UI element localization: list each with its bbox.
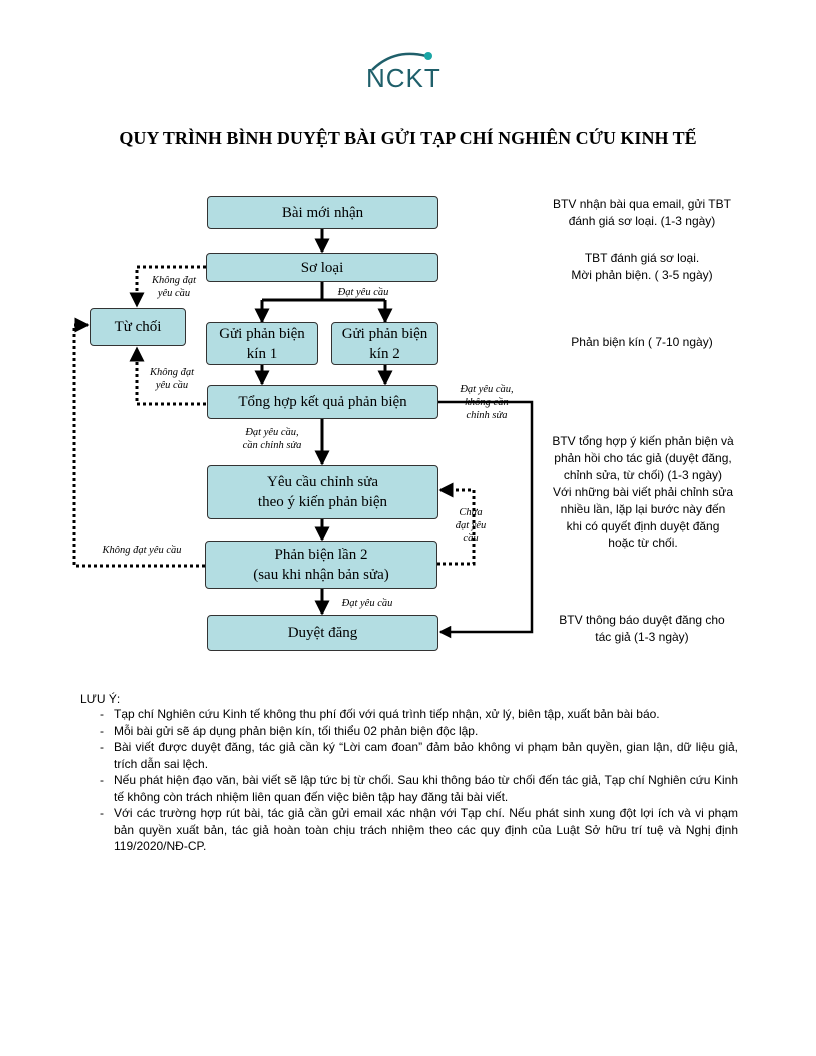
note-line: Phản biện kín ( 7-10 ngày) [571, 335, 713, 349]
box-review-1: Gửi phản biện kín 1 [206, 322, 318, 365]
note-step-3: Phản biện kín ( 7-10 ngày) [542, 334, 742, 351]
box-revision-line1: Yêu cầu chỉnh sửa [266, 474, 378, 490]
logo-arc-icon [371, 52, 432, 71]
notes-heading: LƯU Ý: [80, 692, 121, 706]
box-screening: Sơ loại [206, 253, 438, 282]
notes-item: Mỗi bài gửi sẽ áp dụng phản biện kín, tố… [96, 723, 738, 740]
flow-connectors [72, 229, 534, 639]
notes-list: Tạp chí Nghiên cứu Kinh tế không thu phí… [96, 706, 738, 855]
arrow-summary-to-accept [438, 400, 534, 639]
box-review-2-line2: kín 2 [369, 345, 400, 362]
label-line: Không đạt [151, 275, 197, 286]
note-line: tác giả (1-3 ngày) [595, 630, 689, 644]
note-line: BTV thông báo duyệt đăng cho [559, 613, 725, 627]
note-step-1: BTV nhận bài qua email, gửi TBT đánh giá… [542, 196, 742, 230]
box-review-round-2: Phản biện lần 2 (sau khi nhận bản sửa) [205, 541, 437, 589]
label-not-yet-met: Chưa đạt yêu cầu [449, 506, 493, 545]
note-step-5: BTV thông báo duyệt đăng cho tác giả (1-… [542, 612, 742, 646]
arrow-round2-to-revise [437, 482, 476, 566]
notes-item: Tạp chí Nghiên cứu Kinh tế không thu phí… [96, 706, 738, 723]
box-new-submission-label: Bài mới nhận [281, 204, 364, 221]
arrow-screen-to-reject [129, 265, 206, 308]
note-step-4: BTV tổng hợp ý kiến phản biện và phản hồ… [538, 433, 748, 552]
note-line: khi có quyết định duyệt đăng [566, 519, 720, 533]
page-title: QUY TRÌNH BÌNH DUYỆT BÀI GỬI TẠP CHÍ NGH… [119, 128, 697, 148]
box-review-1-line2: kín 1 [246, 345, 278, 362]
label-not-met-screening: Không đạt yêu cầu [144, 274, 204, 300]
notes-item: Với các trường hợp rút bài, tác giả cần … [96, 805, 738, 855]
note-line: TBT đánh giá sơ loại. [584, 251, 700, 265]
box-review-summary: Tổng hợp kết quả phản biện [207, 385, 438, 419]
notes-item: Nếu phát hiện đạo văn, bài viết sẽ lập t… [96, 772, 738, 805]
label-line: yêu cầu [155, 380, 189, 391]
label-line: cần chỉnh sửa [242, 440, 302, 451]
box-new-submission: Bài mới nhận [207, 196, 438, 229]
label-line: đạt yêu [455, 520, 487, 531]
box-round2-line2: (sau khi nhận bản sửa) [253, 567, 389, 583]
box-review-2: Gửi phản biện kín 2 [331, 322, 438, 365]
note-line: Mời phản biện. ( 3-5 ngày) [571, 268, 713, 282]
label-met-screening: Đạt yêu cầu [328, 286, 398, 299]
box-screening-label: Sơ loại [300, 259, 344, 276]
box-round2-line1: Phản biện lần 2 [274, 547, 368, 563]
box-accept-label: Duyệt đăng [287, 625, 358, 641]
note-line: phản hồi cho tác giả (duyệt đăng, [554, 451, 732, 465]
label-line: Không đạt yêu cầu [102, 545, 182, 556]
label-line: Đạt yêu cầu [337, 287, 389, 298]
label-line: Đạt yêu cầu, [460, 384, 514, 395]
label-met-round2: Đạt yêu cầu [332, 597, 402, 610]
logo-text: NCKT [366, 63, 441, 93]
box-review-1-line1: Gửi phản biện [219, 325, 305, 342]
box-revision-line2: theo ý kiến phản biện [257, 494, 388, 510]
notes-item: Bài viết được duyệt đăng, tác giả cần ký… [96, 739, 738, 772]
label-line: Chưa [459, 507, 483, 518]
label-line: cầu [463, 533, 479, 544]
box-review-summary-label: Tổng hợp kết quả phản biện [238, 394, 407, 410]
label-line: chỉnh sửa [466, 410, 508, 421]
label-met-edit: Đạt yêu cầu, cần chỉnh sửa [232, 426, 312, 452]
note-line: BTV tổng hợp ý kiến phản biện và [552, 434, 734, 448]
note-line: Với những bài viết phải chỉnh sửa [552, 485, 734, 499]
box-reject-label: Từ chối [114, 319, 162, 335]
note-line: BTV nhận bài qua email, gửi TBT [553, 197, 731, 211]
box-revision-request: Yêu cầu chỉnh sửa theo ý kiến phản biện [207, 465, 438, 519]
label-line: yêu cầu [157, 288, 191, 299]
note-line: nhiều lần, lặp lại bước này đến [560, 502, 726, 516]
box-review-2-line1: Gửi phản biện [341, 325, 428, 342]
label-line: Không đạt [149, 367, 195, 378]
note-line: chỉnh sửa, từ chối) (1-3 ngày) [563, 468, 723, 482]
arrow-summary-to-reject [129, 346, 206, 406]
label-not-met-round2: Không đạt yêu cầu [94, 544, 190, 557]
note-line: hoặc từ chối. [608, 536, 678, 550]
label-line: không cần [465, 397, 509, 408]
box-reject: Từ chối [90, 308, 186, 346]
label-not-met-summary: Không đạt yêu cầu [142, 366, 202, 392]
note-line: đánh giá sơ loại. (1-3 ngày) [568, 214, 716, 228]
label-line: Đạt yêu cầu [341, 598, 393, 609]
arrow-round2-to-reject [72, 317, 205, 568]
label-line: Đạt yêu cầu, [245, 427, 299, 438]
label-met-no-edit: Đạt yêu cầu, không cần chỉnh sửa [452, 383, 522, 422]
box-accept: Duyệt đăng [207, 615, 438, 651]
note-step-2: TBT đánh giá sơ loại. Mời phản biện. ( 3… [542, 250, 742, 284]
